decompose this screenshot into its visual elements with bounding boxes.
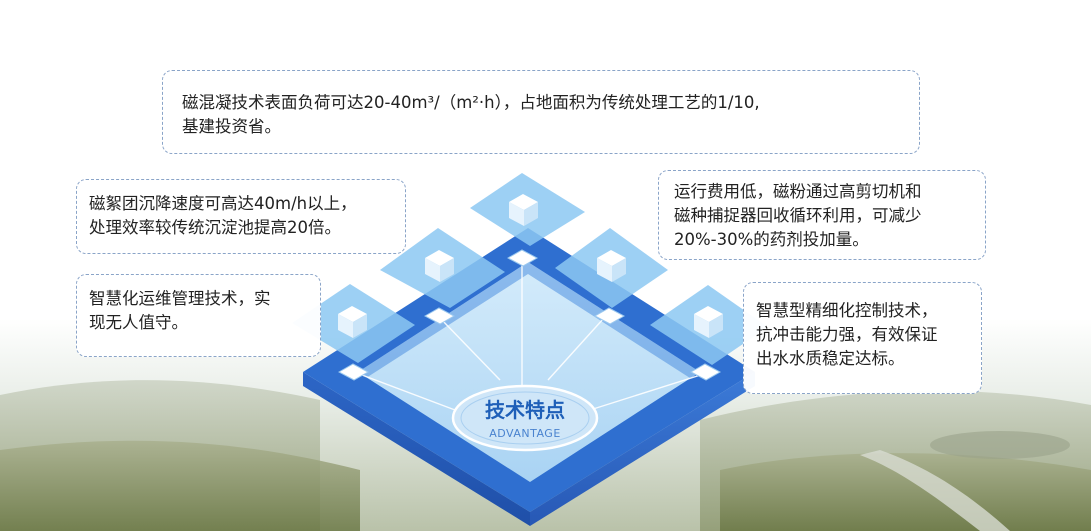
callout-text-line: 20%-30%的药剂投加量。	[674, 230, 869, 249]
connector-lines	[353, 258, 711, 411]
panel-lower-left	[292, 284, 415, 381]
callout-text-line: 出水水质稳定达标。	[756, 349, 905, 368]
callout-text-line: 基建投资省。	[182, 117, 281, 136]
panel-top	[470, 173, 585, 267]
callout-text-line: 现无人值守。	[89, 313, 188, 332]
center-title: 技术特点	[485, 398, 565, 422]
callout-surface-load: 磁混凝技术表面负荷可达20-40m³/（m²·h），占地面积为传统处理工艺的1/…	[162, 70, 920, 154]
callout-text-line: 智慧型精细化控制技术，	[756, 301, 938, 320]
callout-text-line: 磁絮团沉降速度可高达40m/h以上，	[89, 194, 357, 213]
callout-text-line: 处理效率较传统沉淀池提高20倍。	[89, 218, 341, 237]
floating-panels	[292, 173, 768, 381]
callout-low-operating-cost: 运行费用低，磁粉通过高剪切机和 磁种捕捉器回收循环利用，可减少 20%-30%的…	[658, 170, 986, 260]
platform-base	[303, 228, 755, 526]
center-badge: 技术特点 ADVANTAGE	[451, 384, 599, 452]
panel-upper-left	[380, 228, 505, 325]
callout-text-line: 运行费用低，磁粉通过高剪切机和	[674, 182, 922, 201]
panel-lower-right	[650, 285, 768, 381]
callout-text-line: 磁种捕捉器回收循环利用，可减少	[674, 206, 922, 225]
callout-text-line: 磁混凝技术表面负荷可达20-40m³/（m²·h），占地面积为传统处理工艺的1/…	[182, 93, 760, 112]
callout-settling-speed: 磁絮团沉降速度可高达40m/h以上， 处理效率较传统沉淀池提高20倍。	[76, 179, 406, 254]
panel-upper-right	[555, 228, 668, 325]
center-subtitle: ADVANTAGE	[489, 427, 561, 440]
callout-text-line: 智慧化运维管理技术，实	[89, 289, 271, 308]
callout-fine-control: 智慧型精细化控制技术， 抗冲击能力强，有效保证 出水水质稳定达标。	[743, 282, 982, 394]
callout-text-line: 抗冲击能力强，有效保证	[756, 325, 938, 344]
callout-smart-operation: 智慧化运维管理技术，实 现无人值守。	[76, 274, 321, 357]
